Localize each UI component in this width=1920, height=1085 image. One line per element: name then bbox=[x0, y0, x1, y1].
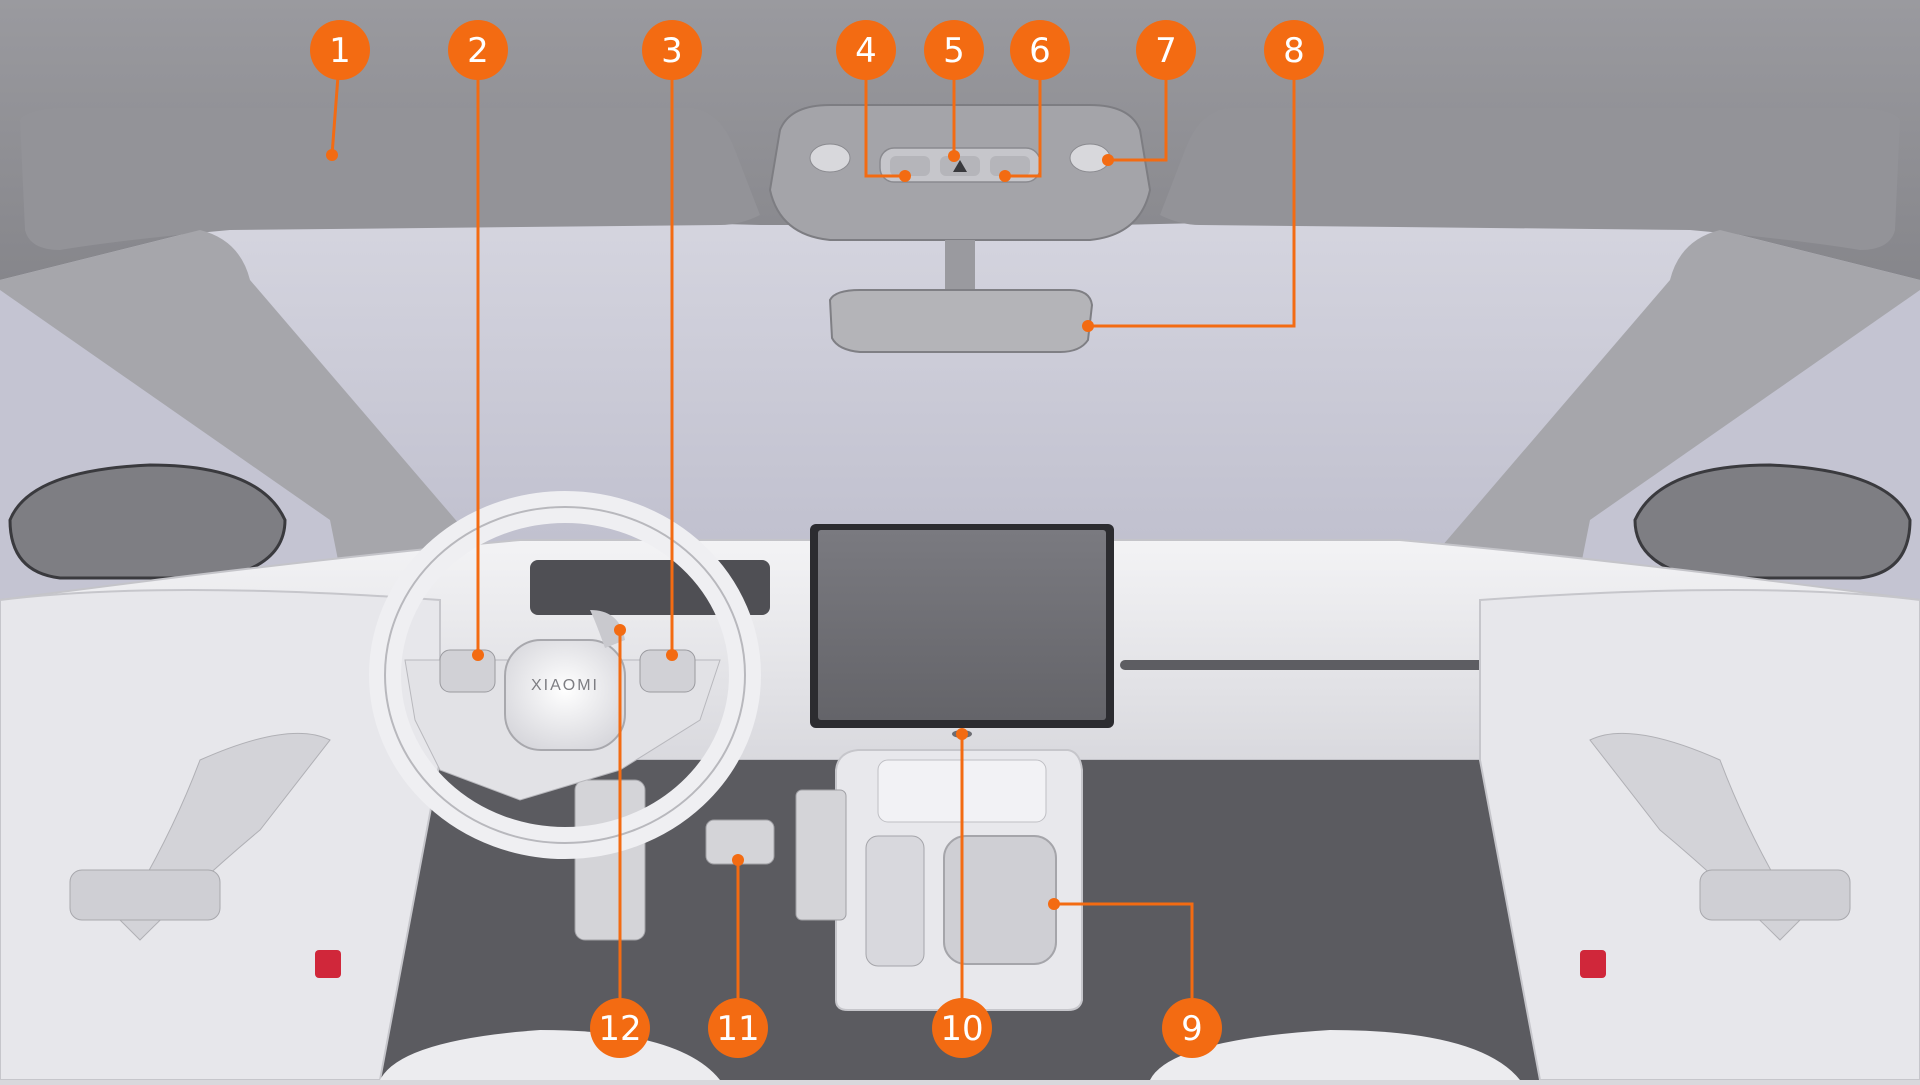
console-switch-panel bbox=[865, 835, 925, 967]
callout-number-12: 12 bbox=[598, 1009, 641, 1049]
callout-2: 2 bbox=[448, 20, 508, 661]
callout-badge-7 bbox=[1136, 20, 1196, 80]
callout-leader-9 bbox=[1054, 902, 1194, 1028]
callout-badge-9 bbox=[1162, 998, 1222, 1058]
callout-badge-2 bbox=[448, 20, 508, 80]
callout-badge-5 bbox=[924, 20, 984, 80]
callout-number-6: 6 bbox=[1029, 31, 1051, 71]
air-vent-strip bbox=[1120, 660, 1500, 670]
callout-dot-6 bbox=[999, 170, 1011, 182]
footrest bbox=[795, 789, 847, 921]
callout-4: 4 bbox=[836, 20, 911, 182]
callout-dot-11 bbox=[732, 854, 744, 866]
callout-dot-3 bbox=[666, 649, 678, 661]
roof-panel-left bbox=[20, 108, 760, 250]
callout-3: 3 bbox=[642, 20, 702, 661]
callout-leader-8 bbox=[1088, 50, 1296, 328]
steering-wheel-left-controls[interactable] bbox=[439, 649, 496, 693]
callout-dot-2 bbox=[472, 649, 484, 661]
callout-number-11: 11 bbox=[716, 1009, 759, 1049]
callout-number-9: 9 bbox=[1181, 1009, 1203, 1049]
steering-wheel-right-controls[interactable] bbox=[639, 649, 696, 693]
callout-badge-4 bbox=[836, 20, 896, 80]
callout-badge-6 bbox=[1010, 20, 1070, 80]
callout-number-10: 10 bbox=[940, 1009, 983, 1049]
door-latch-left bbox=[315, 950, 341, 978]
callout-number-3: 3 bbox=[661, 31, 683, 71]
callout-number-7: 7 bbox=[1155, 31, 1177, 71]
callout-dot-7 bbox=[1102, 154, 1114, 166]
callout-badge-1 bbox=[310, 20, 370, 80]
callout-1: 1 bbox=[310, 20, 370, 161]
callout-number-1: 1 bbox=[329, 31, 351, 71]
overhead-right-button[interactable] bbox=[990, 156, 1030, 176]
wheel-logo: XIAOMI bbox=[531, 677, 599, 694]
callout-leader-6 bbox=[1005, 50, 1042, 178]
steering-wheel-hub bbox=[504, 639, 626, 751]
steering-wheel-rim-edge bbox=[384, 506, 746, 844]
callout-number-5: 5 bbox=[943, 31, 965, 71]
callout-badge-10 bbox=[932, 998, 992, 1058]
callout-dot-9 bbox=[1048, 898, 1060, 910]
callout-dot-5 bbox=[948, 150, 960, 162]
callout-number-4: 4 bbox=[855, 31, 877, 71]
callout-dot-10 bbox=[956, 728, 968, 740]
callout-badge-8 bbox=[1264, 20, 1324, 80]
callout-8: 8 bbox=[1082, 20, 1324, 332]
callout-leader-7 bbox=[1108, 50, 1168, 162]
overhead-left-button[interactable] bbox=[890, 156, 930, 176]
window-switch-panel-left bbox=[69, 869, 221, 921]
callout-9: 9 bbox=[1048, 898, 1222, 1058]
callout-dot-1 bbox=[326, 149, 338, 161]
callout-5: 5 bbox=[924, 20, 984, 162]
side-mirror-left bbox=[8, 463, 287, 580]
callout-10: 10 bbox=[932, 728, 992, 1058]
callout-badge-12 bbox=[590, 998, 650, 1058]
callout-6: 6 bbox=[999, 20, 1070, 182]
door-latch-right bbox=[1580, 950, 1606, 978]
rearview-mirror-stem bbox=[945, 240, 975, 290]
callout-dot-8 bbox=[1082, 320, 1094, 332]
window-switch-panel-right bbox=[1699, 869, 1851, 921]
hazard-icon bbox=[953, 160, 967, 172]
side-mirror-right bbox=[1633, 463, 1912, 580]
callout-badge-11 bbox=[708, 998, 768, 1058]
callout-7: 7 bbox=[1102, 20, 1196, 166]
callout-12: 12 bbox=[590, 624, 650, 1058]
callout-number-2: 2 bbox=[467, 31, 489, 71]
callout-leader-4 bbox=[864, 50, 905, 178]
callout-badge-3 bbox=[642, 20, 702, 80]
callout-11: 11 bbox=[708, 854, 768, 1058]
callout-dot-12 bbox=[614, 624, 626, 636]
roof-panel-right bbox=[1160, 108, 1900, 250]
rearview-mirror bbox=[828, 289, 1094, 353]
steering-column bbox=[590, 610, 625, 648]
brake-pedal bbox=[574, 779, 646, 941]
seat-right bbox=[1150, 1030, 1520, 1080]
callout-number-8: 8 bbox=[1283, 31, 1305, 71]
callout-dot-4 bbox=[899, 170, 911, 182]
center-display[interactable] bbox=[818, 530, 1106, 720]
reading-light-left bbox=[809, 143, 851, 173]
